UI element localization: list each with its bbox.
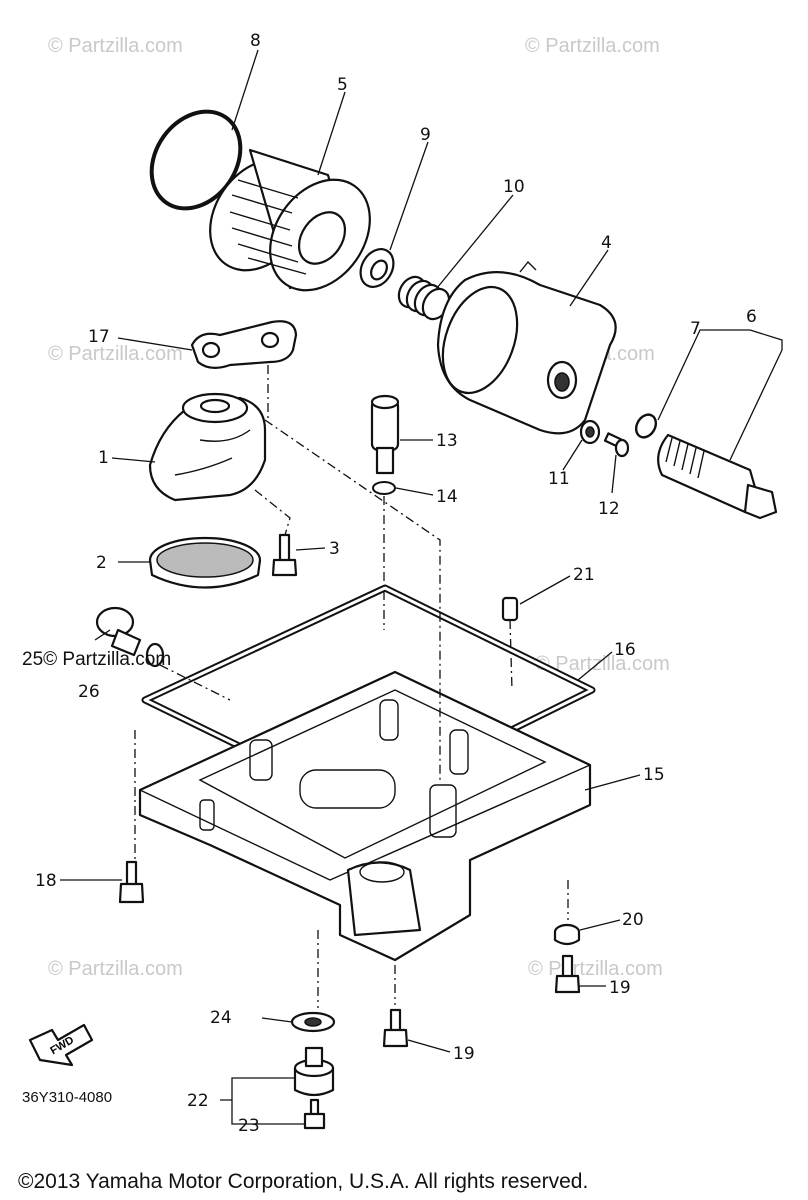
callout-20: 20	[622, 910, 644, 930]
watermark: © Partzilla.com	[48, 35, 183, 57]
watermark: © Partzilla.com	[48, 958, 183, 980]
washer-part-11	[579, 419, 601, 445]
bolt-part-19a	[554, 954, 581, 994]
callout-17: 17	[88, 327, 110, 347]
callout-labels: 8 5 9 10 4 6 7 17 1 13 14 11 12 2 3 21 1…	[35, 31, 757, 1136]
washer-part-24	[290, 1011, 336, 1033]
callout-6: 6	[746, 307, 757, 327]
copyright-text: ©2013 Yamaha Motor Corporation, U.S.A. A…	[18, 1170, 588, 1193]
o-ring-part-14	[372, 481, 396, 495]
watermark: © Partzilla.com	[535, 653, 670, 675]
watermark: © Partzilla.com	[48, 343, 183, 365]
bolt-part-3	[271, 533, 298, 577]
callout-10: 10	[503, 177, 525, 197]
watermark: © Partzilla.com	[528, 958, 663, 980]
callout-24: 24	[210, 1008, 232, 1028]
callout-3: 3	[329, 539, 340, 559]
watermark: © Partzilla.com	[525, 35, 660, 57]
washer-part-20	[553, 923, 581, 946]
plug-part-25	[95, 606, 142, 657]
callout-23: 23	[238, 1116, 260, 1136]
callout-19b: 19	[453, 1044, 475, 1064]
callout-14: 14	[436, 487, 458, 507]
callout-18: 18	[35, 871, 57, 891]
callout-9: 9	[420, 125, 431, 145]
callout-16: 16	[614, 640, 636, 660]
screw-part-23	[303, 1098, 326, 1130]
o-ring-part-26	[145, 642, 165, 668]
leader-lines	[60, 49, 783, 1125]
spring-part-10	[397, 275, 451, 321]
screw-part-12	[603, 432, 630, 458]
strainer-part-2	[148, 536, 262, 589]
o-ring-part-7	[634, 413, 658, 439]
callout-15: 15	[643, 765, 665, 785]
valve-part-13	[370, 394, 400, 475]
callout-26: 26	[78, 682, 100, 702]
callout-11: 11	[548, 469, 570, 489]
diagram-code: 36Y310-4080	[22, 1089, 112, 1106]
dowel-part-21	[501, 596, 519, 622]
housing-part-1	[148, 392, 267, 502]
callout-7: 7	[690, 319, 701, 339]
oil-pan-part-15	[138, 670, 592, 962]
washer-part-9	[359, 248, 395, 288]
callout-22: 22	[187, 1091, 209, 1111]
callout-4: 4	[601, 233, 612, 253]
callout-2: 2	[96, 553, 107, 573]
callout-1: 1	[98, 448, 109, 468]
callout-12: 12	[598, 499, 620, 519]
assembly-guides	[134, 365, 569, 1008]
callout-19a: 19	[609, 978, 631, 998]
fwd-arrow-icon: FWD	[28, 1023, 94, 1067]
bolt-part-18	[118, 860, 145, 904]
filter-cover-part-4	[436, 260, 617, 435]
callout-21: 21	[573, 565, 595, 585]
bolt-part-6	[657, 433, 778, 520]
bolt-part-19b	[382, 1008, 409, 1048]
callout-5: 5	[337, 75, 348, 95]
callout-13: 13	[436, 431, 458, 451]
oil-filter-part-5	[209, 148, 371, 292]
drain-plug-part-22	[293, 1046, 335, 1097]
callout-25-watermark: 25© Partzilla.com	[22, 649, 171, 670]
callout-8: 8	[250, 31, 261, 51]
